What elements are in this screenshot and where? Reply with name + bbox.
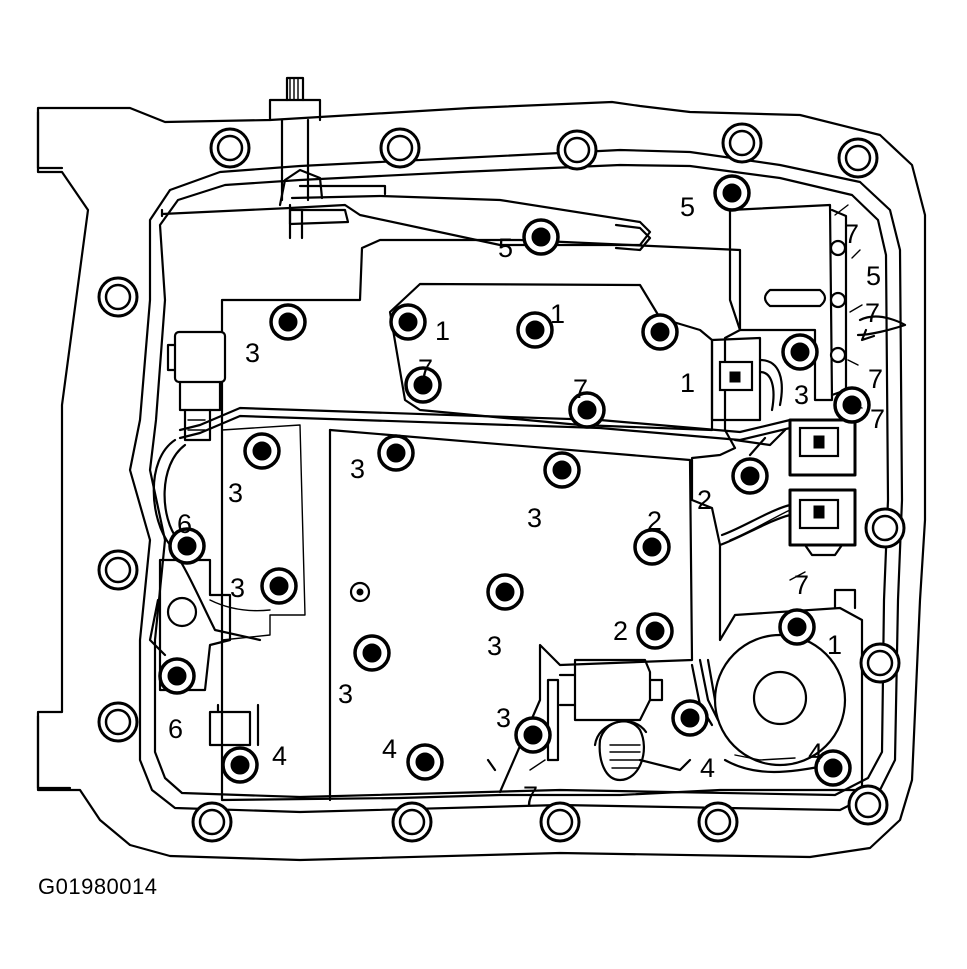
callout-label: 7 [844,219,859,249]
callout-label: 1 [680,368,695,398]
pan-bolt [97,276,139,318]
callout-label: 6 [168,714,183,744]
callout-label: 2 [697,485,712,515]
case-outline [36,100,927,862]
lower-center-solenoid [486,658,720,782]
callout-label: 5 [680,192,695,222]
figure-code: G01980014 [38,874,158,899]
pan-bolt [864,507,906,549]
pan-bolt [391,801,433,843]
pan-bolt [697,801,739,843]
callout-label: 7 [418,354,433,384]
callout-label: 4 [382,734,397,764]
valve-body-bolt [568,391,606,429]
callout-label: 3 [228,478,243,508]
harness-internal [152,406,792,642]
valve-body-bolt [522,218,560,256]
callout-label: 4 [808,738,823,768]
locator-dowel [349,581,371,603]
pan-bolt [209,127,251,169]
valve-body-bolt [778,608,816,646]
callout-label: 7 [868,364,883,394]
callout-label: 3 [496,703,511,733]
callout-label: 4 [272,741,287,771]
callout-label: 3 [338,679,353,709]
pan-bolt [837,137,879,179]
pan-bolt [847,784,889,826]
valve-body-bolt [671,699,709,737]
valve-body-bolt [633,528,671,566]
callout-label: 7 [573,374,588,404]
valve-body-bolt [514,716,552,754]
callout-label: 7 [794,570,809,600]
valve-body-bolt [353,634,391,672]
valve-body-bolt [814,749,852,787]
pan-bolt [539,801,581,843]
valve-body-bolt [377,434,415,472]
valve-body-bolt [269,303,307,341]
callout-label: 2 [647,506,662,536]
harness-upper [160,76,652,252]
lower-right-servo [713,588,857,774]
pan-bolt [721,122,763,164]
interior-bolts [158,174,871,787]
pan-bolt [379,127,421,169]
valve-body-bolt [731,457,769,495]
leader-lines [529,204,863,771]
left-connector [166,330,227,442]
callout-label: 2 [613,616,628,646]
pan-bolt [97,549,139,591]
valve-body-bolt [221,746,259,784]
valve-body-bolt [641,313,679,351]
valve-body-bolt [158,657,196,695]
valve-body-bolt [516,311,554,349]
callout-label: 7 [865,298,880,328]
valve-body-bolt [636,612,674,650]
callout-label: 4 [700,753,715,783]
pan-bolt [859,642,901,684]
pan-bolt [191,801,233,843]
callout-label: 3 [350,454,365,484]
callout-label: 7 [523,781,538,811]
callout-label: 5 [498,233,513,263]
valve-body-bolt [243,432,281,470]
valve-body-bolt [389,303,427,341]
pan-bolt [556,129,598,171]
callout-label: 3 [245,338,260,368]
callout-label: 5 [866,261,881,291]
mid-connector [710,336,783,422]
callout-label: 1 [827,630,842,660]
valve-body-bolt [168,527,206,565]
callout-label: 1 [550,299,565,329]
callout-label: 3 [487,631,502,661]
callout-label: 3 [527,503,542,533]
gasket-rail [128,148,904,814]
perimeter-bolts [97,122,906,843]
valve-body-bolt [406,743,444,781]
callout-label: 7 [870,404,885,434]
pan-bolt [97,701,139,743]
valve-body-bolt [404,366,442,404]
callout-label: 6 [177,509,192,539]
callout-label: 3 [230,573,245,603]
valve-body-bolt [260,567,298,605]
valve-body-bolt [781,333,819,371]
valve-body-bolt [543,451,581,489]
right-solenoid-pair [718,418,857,557]
valve-body-bolt [486,573,524,611]
valve-body-bolt [713,174,751,212]
callout-label: 1 [435,316,450,346]
callout-label: 3 [794,380,809,410]
